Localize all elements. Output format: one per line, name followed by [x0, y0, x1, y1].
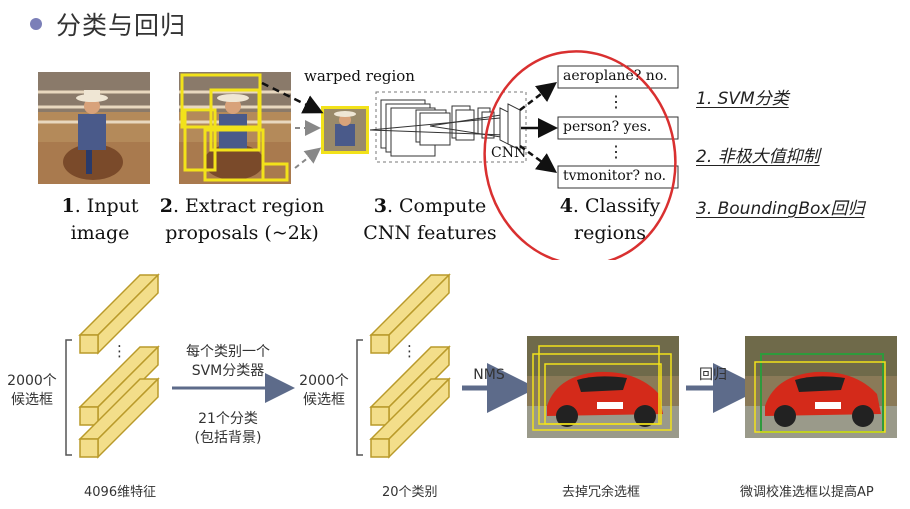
dots-2: ⋮: [402, 342, 417, 360]
pipeline-diagram: [65, 273, 763, 459]
warped-region-image: [321, 106, 369, 154]
proposals-image: [179, 72, 291, 184]
class-ellipsis-2: ⋮: [608, 142, 624, 161]
bullet-icon: [30, 18, 42, 30]
class-aeroplane: aeroplane? no.: [563, 68, 668, 84]
note-bbox: 3. BoundingBox回归: [696, 199, 865, 219]
note-nms: 2. 非极大值抑制: [696, 147, 820, 167]
dots-1: ⋮: [112, 342, 127, 360]
candidates-label-2: 2000个 候选框: [299, 373, 349, 408]
title-row: 分类与回归: [30, 6, 186, 42]
class-ellipsis-1: ⋮: [608, 92, 624, 111]
car-nms-image: [527, 336, 679, 438]
warped-region-label: warped region: [304, 67, 415, 85]
page-title: 分类与回归: [56, 11, 187, 40]
candidates-label-1: 2000个 候选框: [7, 373, 57, 408]
svm-bottom-label: 21个分类 (包括背景): [194, 411, 262, 446]
cnn-label: CNN: [491, 145, 527, 161]
input-image: [38, 72, 150, 184]
note-svm: 1. SVM分类: [696, 89, 789, 109]
class-caption: 20个类别: [382, 485, 438, 500]
rcnn-diagram-lines: [261, 50, 679, 260]
feature-caption: 4096维特征: [84, 485, 157, 500]
svm-top-label: 每个类别一个 SVM分类器: [186, 344, 270, 379]
reg-label: 回归: [699, 367, 727, 383]
class-tvmonitor: tvmonitor? no.: [563, 168, 667, 184]
regression-caption: 微调校准选框以提高AP: [740, 485, 874, 500]
nms-caption: 去掉冗余选框: [562, 485, 641, 500]
nms-label: NMS: [473, 367, 505, 383]
car-regression-image: [745, 336, 897, 438]
class-person: person? yes.: [563, 119, 652, 135]
